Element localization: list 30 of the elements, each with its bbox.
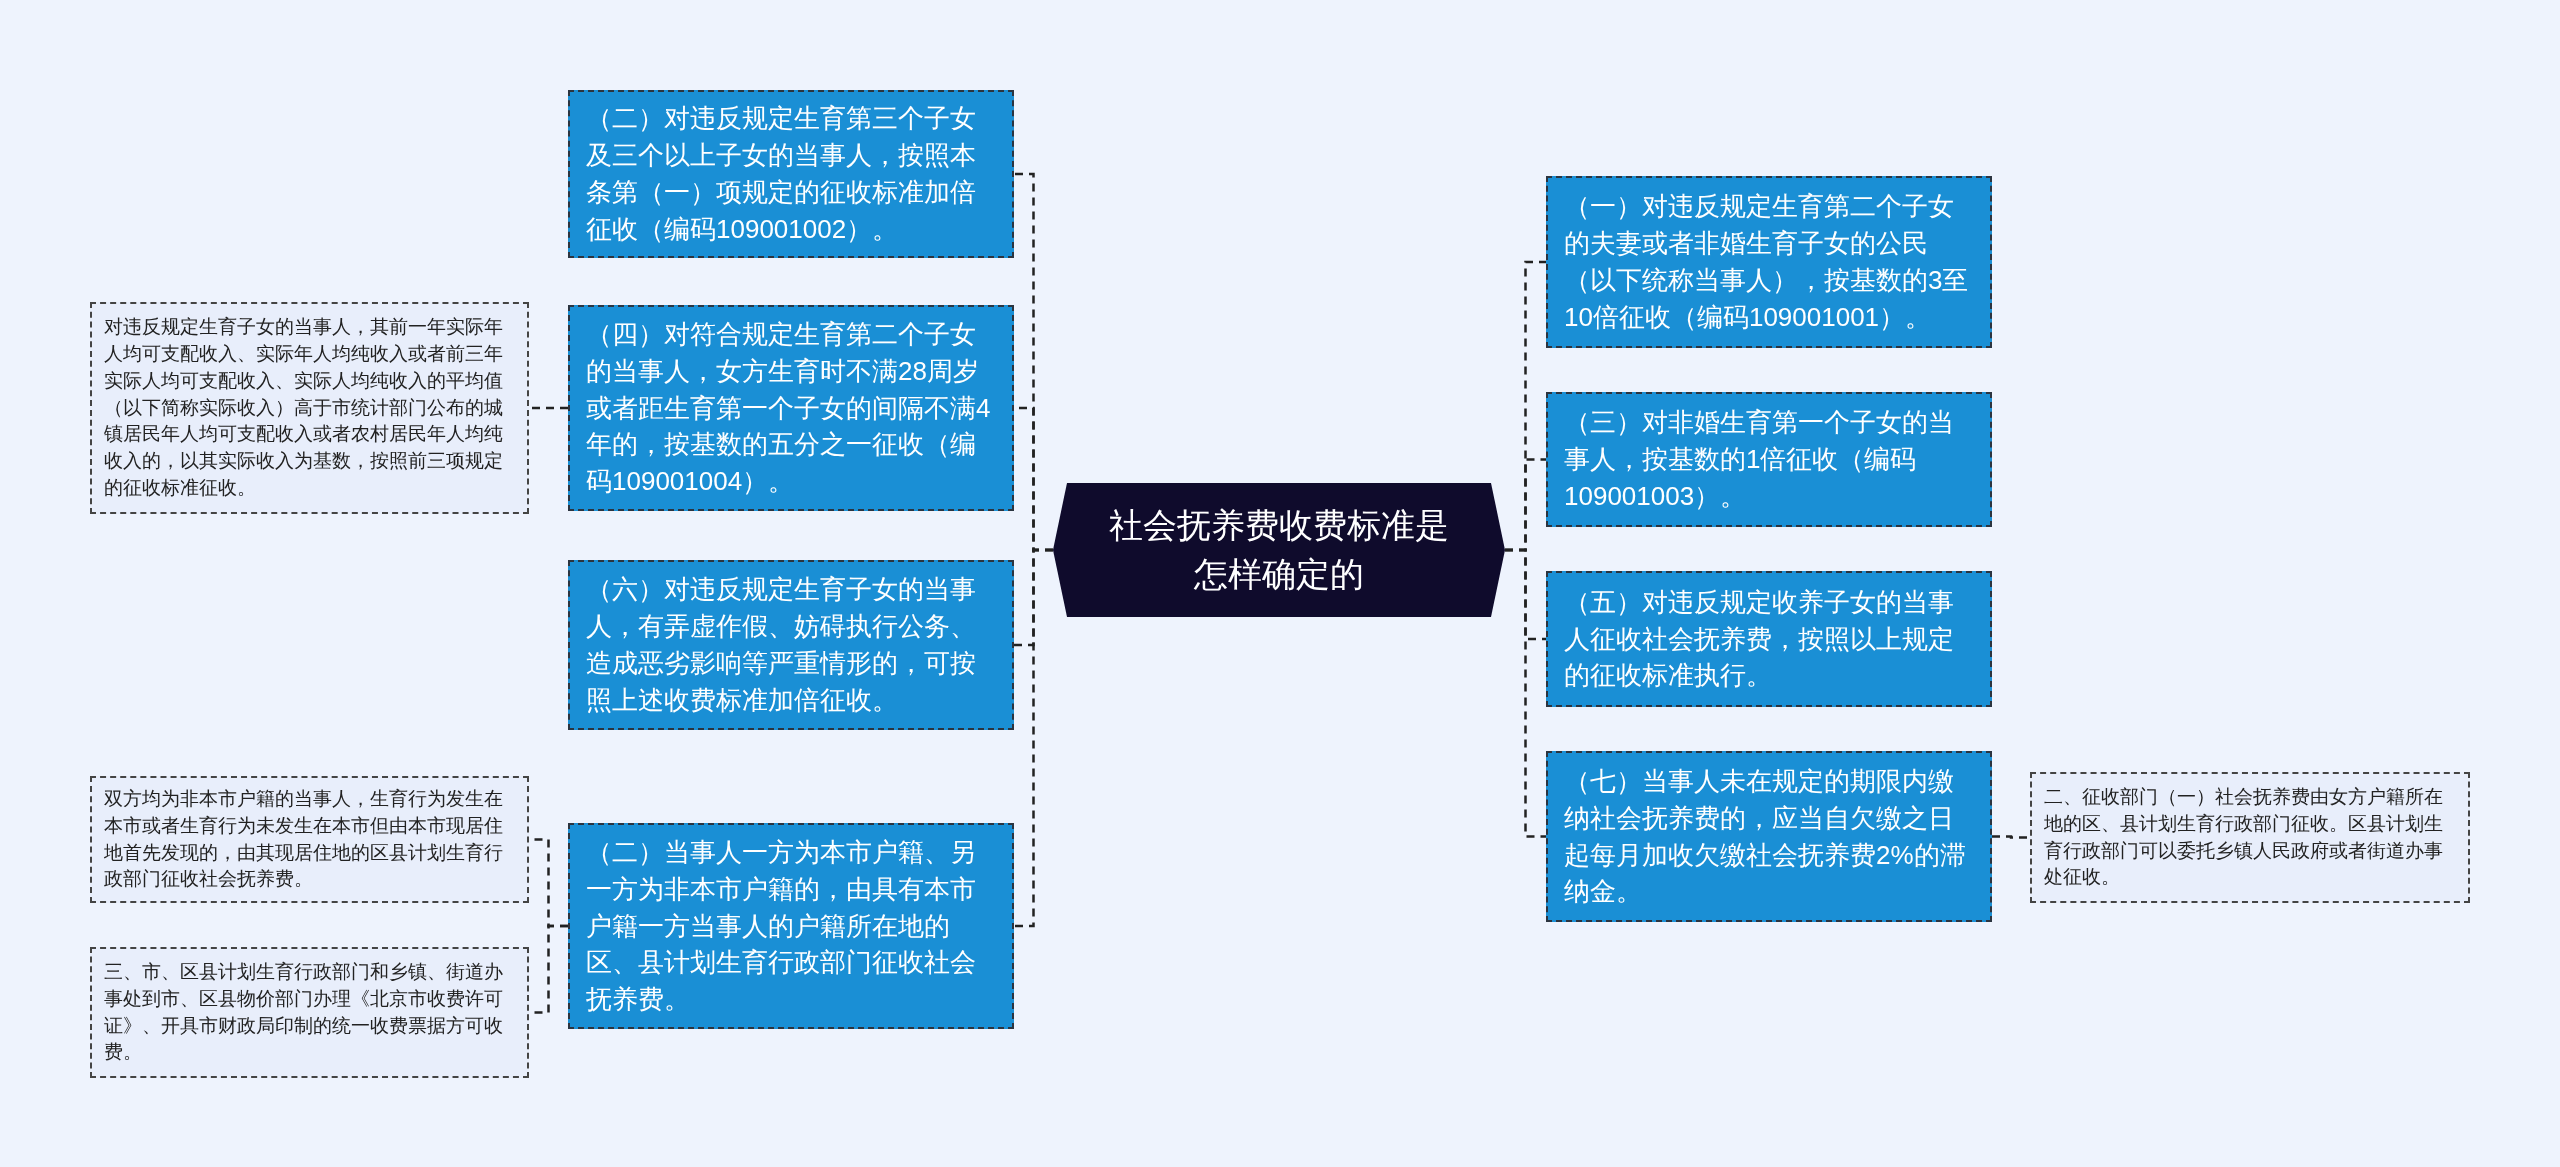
node-text: （五）对违反规定收养子女的当事人征收社会抚养费，按照以上规定的征收标准执行。 — [1564, 585, 1955, 693]
node-text: 三、市、区县计划生育行政部门和乡镇、街道办事处到市、区县物价部门办理《北京市收费许可证》、开具市财政局印制的统一收费票据方可收费。 — [104, 959, 504, 1065]
note-box — [90, 776, 529, 903]
node-text: 二、征收部门（一）社会抚养费由女方户籍所在地的区、县计划生育行政部门征收。区县计划生育行政部门可以委托乡镇人民政府或者街道办事处征收。 — [2044, 784, 2444, 890]
topic-box — [1546, 571, 1992, 707]
node-text: （二）对违反规定生育第三个子女及三个以上子女的当事人，按照本条第（一）项规定的征收标准加倍征收（编码109001002）。 — [586, 102, 977, 246]
topic-box — [568, 560, 1014, 730]
node-text: （六）对违反规定生育子女的当事人，有弄虚作假、妨碍执行公务、造成恶劣影响等严重情形的，可按照上述收费标准加倍征收。 — [586, 573, 977, 717]
topic-box — [1546, 176, 1992, 348]
connector-line — [529, 406, 568, 410]
connector-line — [1014, 548, 1053, 928]
node-text: （七）当事人未在规定的期限内缴纳社会抚养费的，应当自欠缴之日起每月加收欠缴社会抚养费2%的滞纳金。 — [1564, 764, 1967, 909]
topic-box — [568, 823, 1014, 1029]
topic-box — [1546, 392, 1992, 527]
topic-box — [568, 305, 1014, 511]
connector-line — [1992, 835, 2030, 839]
topic-hexagon — [1053, 483, 1505, 617]
node-text: （二）当事人一方为本市户籍、另一方为非本市户籍的，由具有本市户籍一方当事人的户籍所在地的区、县计划生育行政部门征收社会抚养费。 — [586, 835, 977, 1017]
note-box — [90, 947, 529, 1078]
node-text: （四）对符合规定生育第二个子女的当事人，女方生育时不满28周岁或者距生育第一个子女的间隔不满4年的，按基数的五分之一征收（编码109001004）。 — [586, 317, 992, 499]
topic-box — [568, 90, 1014, 258]
node-text: 对违反规定生育子女的当事人，其前一年实际年人均可支配收入、实际年人均纯收入或者前三年实际人均可支配收入、实际人均纯收入的平均值（以下简称实际收入）高于市统计部门公布的城镇居民年人均可支配收入或者农村居民年人均纯收入的，以其实际收入为基数，按照前三项规定的征收标准征收。 — [104, 314, 504, 501]
note-box — [2030, 772, 2470, 903]
node-text: （一）对违反规定生育第二个子女的夫妻或者非婚生育子女的公民（以下统称当事人），按基数的3至10倍征收（编码109001001）。 — [1564, 190, 1970, 334]
topic-box — [1546, 751, 1992, 922]
node-text: 双方均为非本市户籍的当事人，生育行为发生在本市或者生育行为未发生在本市但由本市现居住地首先发现的，由其现居住地的区县计划生育行政部门征收社会抚养费。 — [104, 786, 504, 892]
node-text: （三）对非婚生育第一个子女的当事人，按基数的1倍征收（编码109001003）。 — [1564, 406, 1955, 513]
note-box — [90, 302, 529, 514]
node-text: 社会抚养费收费标准是怎样确定的 — [1108, 504, 1450, 595]
connector-line — [1505, 548, 1546, 838]
